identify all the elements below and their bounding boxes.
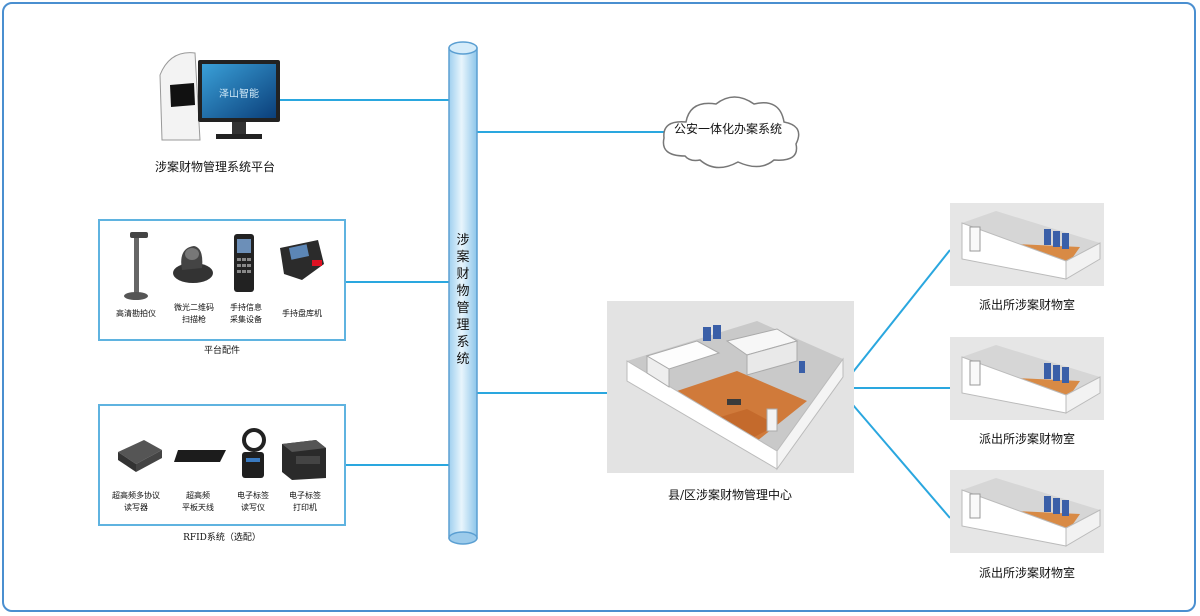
bus-label: 涉案财物管理系统 [456, 233, 470, 367]
station-link-3 [852, 404, 951, 519]
handheld-terminal-icon [234, 234, 254, 292]
accessory-label-2: 微光二维码 扫描枪 [174, 303, 214, 324]
accessories-title: 平台配件 [203, 346, 240, 356]
station-room-image-2 [950, 337, 1104, 420]
center-room-image [607, 301, 854, 473]
handheld-inventory-icon [280, 240, 324, 280]
rfid-label-1: 超高频多协议 读写器 [112, 491, 160, 512]
rfid-label-3: 电子标签 读写仪 [237, 491, 269, 512]
accessory-label-1: 高清勘拍仪 [116, 309, 156, 318]
station-link-1 [852, 249, 951, 373]
cloud-icon [662, 96, 800, 169]
rfid-title: RFID系统（选配） [183, 533, 261, 543]
screen-logo: 泽山智能 [219, 87, 259, 100]
accessory-label-4: 手持盘库机 [282, 309, 322, 318]
system-bus-pipe [448, 41, 478, 545]
rfid-label-2: 超高频 平板天线 [182, 491, 214, 512]
rfid-reader-icon [118, 440, 162, 472]
accessories-box [98, 219, 346, 341]
station-label-3: 派出所涉案财物室 [978, 566, 1075, 580]
station-room-image-3 [950, 470, 1104, 553]
tag-reader-icon [242, 428, 266, 478]
rfid-label-4: 电子标签 打印机 [289, 491, 321, 512]
station-room-image-1 [950, 203, 1104, 286]
barcode-scanner-icon [173, 246, 213, 283]
station-label-1: 派出所涉案财物室 [978, 298, 1075, 312]
cloud-label: 公安一体化办案系统 [674, 122, 783, 136]
accessory-label-3: 手持信息 采集设备 [230, 303, 262, 324]
station-label-2: 派出所涉案财物室 [978, 432, 1075, 446]
center-label: 县/区涉案财物管理中心 [667, 488, 793, 502]
platform-computer-icon: 泽山智能 [159, 52, 280, 141]
tag-printer-icon [282, 440, 326, 480]
platform-label: 涉案财物管理系统平台 [155, 160, 276, 174]
flat-antenna-icon [174, 450, 226, 462]
document-camera-icon [124, 232, 148, 300]
